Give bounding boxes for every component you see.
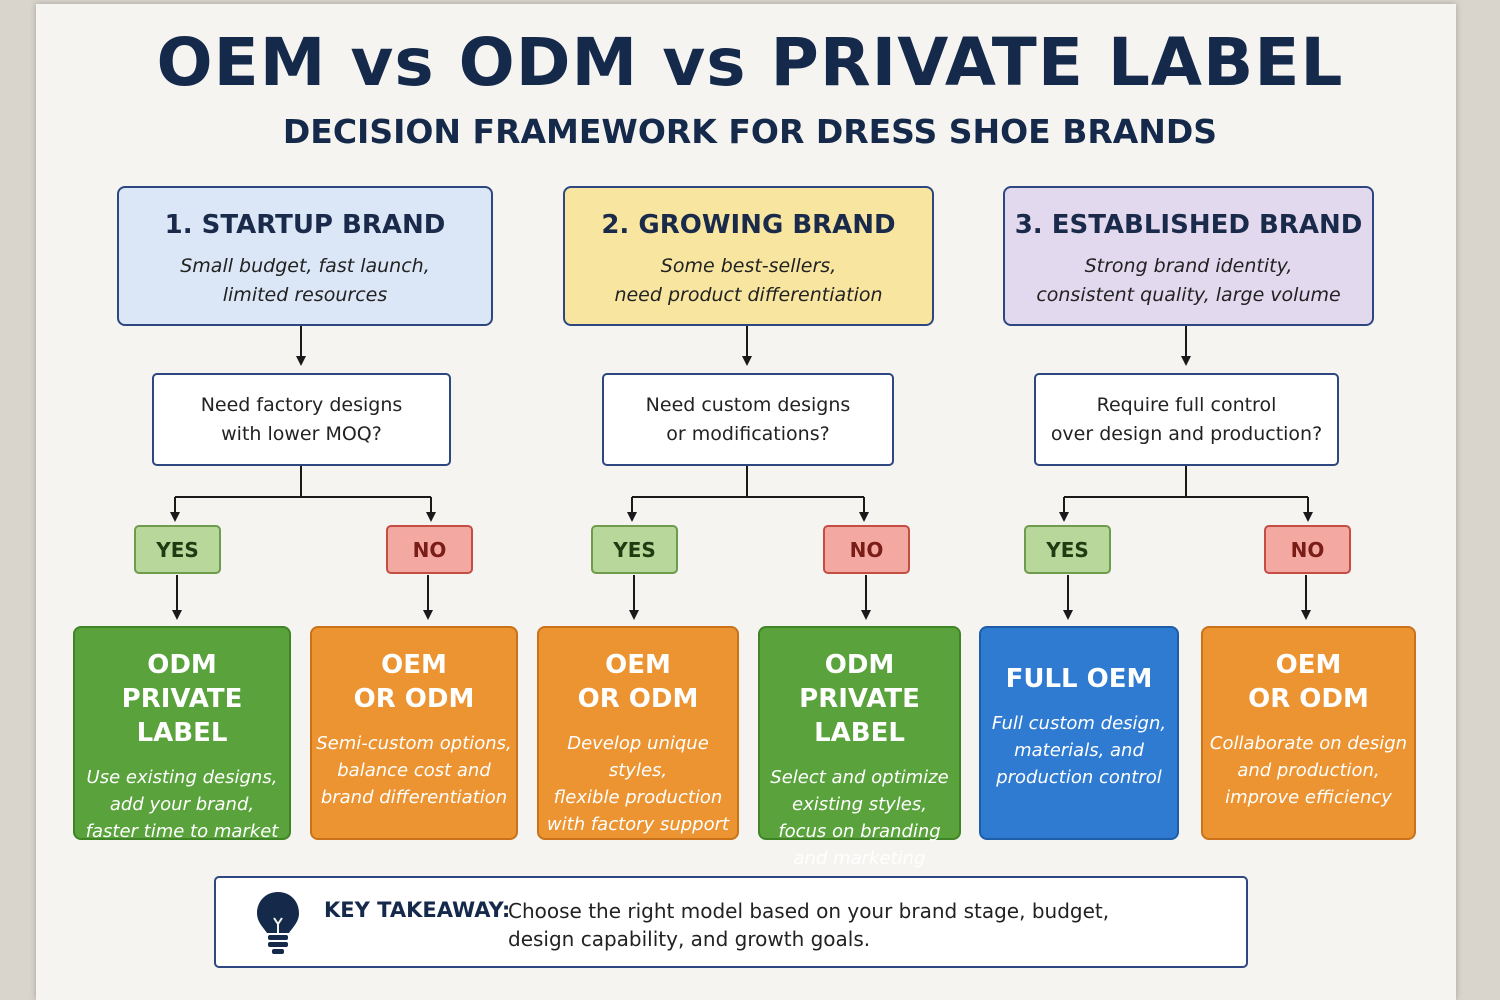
- result-description: Semi-custom options, balance cost and br…: [316, 733, 512, 808]
- result-description: Select and optimize existing styles, foc…: [770, 767, 949, 869]
- result-description: Collaborate on design and production, im…: [1209, 733, 1408, 808]
- result-card-oem-or-odm: OEM OR ODM Semi-custom options, balance …: [310, 626, 518, 840]
- takeaway-text: Choose the right model based on your bra…: [508, 899, 1110, 951]
- key-takeaway-box: KEY TAKEAWAY: Choose the right model bas…: [214, 876, 1248, 968]
- no-badge-established: NO: [1264, 525, 1351, 574]
- yes-badge-established: YES: [1024, 525, 1111, 574]
- result-title: OEM OR ODM: [1248, 650, 1369, 714]
- split-line-question3: [1064, 466, 1308, 498]
- result-card-full-oem: FULL OEM Full custom design, materials, …: [979, 626, 1179, 840]
- stage-card-growing: 2. GROWING BRAND Some best-sellers, need…: [563, 186, 934, 326]
- split-line-question2: [632, 466, 864, 498]
- stage-card-startup: 1. STARTUP BRAND Small budget, fast laun…: [117, 186, 493, 326]
- decision-question-growing: Need custom designs or modifications?: [602, 373, 894, 466]
- result-description: Develop unique styles, flexible producti…: [546, 733, 730, 835]
- stage-title: 1. STARTUP BRAND: [164, 210, 446, 240]
- takeaway-label: KEY TAKEAWAY:: [324, 898, 511, 922]
- result-card-oem-or-odm: OEM OR ODM Develop unique styles, flexib…: [537, 626, 739, 840]
- decision-question-established: Require full control over design and pro…: [1034, 373, 1339, 466]
- no-badge-startup: NO: [386, 525, 473, 574]
- result-title: OEM OR ODM: [353, 650, 475, 714]
- stage-title: 3. ESTABLISHED BRAND: [1014, 210, 1363, 240]
- stage-description: Some best-sellers, need product differen…: [614, 255, 883, 306]
- result-card-odm-private-label: ODM PRIVATE LABEL Use existing designs, …: [73, 626, 291, 842]
- result-title: OEM OR ODM: [577, 650, 699, 714]
- yes-badge-growing: YES: [591, 525, 678, 574]
- split-line-question1: [175, 466, 431, 498]
- lightbulb-icon: [257, 892, 299, 954]
- stage-description: Small budget, fast launch, limited resou…: [180, 255, 430, 306]
- result-title: ODM PRIVATE LABEL: [799, 650, 920, 748]
- page-subtitle: DECISION FRAMEWORK FOR DRESS SHOE BRANDS: [282, 112, 1218, 151]
- result-description: Full custom design, materials, and produ…: [991, 713, 1167, 788]
- result-title: FULL OEM: [1005, 664, 1153, 694]
- stage-description: Strong brand identity, consistent qualit…: [1036, 255, 1341, 306]
- no-badge-growing: NO: [823, 525, 910, 574]
- stage-card-established: 3. ESTABLISHED BRAND Strong brand identi…: [1003, 186, 1374, 326]
- decision-question-startup: Need factory designs with lower MOQ?: [152, 373, 451, 466]
- stage-title: 2. GROWING BRAND: [601, 210, 896, 240]
- result-card-odm-private-label: ODM PRIVATE LABEL Select and optimize ex…: [758, 626, 961, 869]
- page-title: OEM vs ODM vs PRIVATE LABEL: [156, 24, 1344, 101]
- result-title: ODM PRIVATE LABEL: [121, 650, 243, 748]
- yes-badge-startup: YES: [134, 525, 221, 574]
- result-card-oem-or-odm: OEM OR ODM Collaborate on design and pro…: [1201, 626, 1416, 840]
- result-description: Use existing designs, add your brand, fa…: [85, 767, 279, 842]
